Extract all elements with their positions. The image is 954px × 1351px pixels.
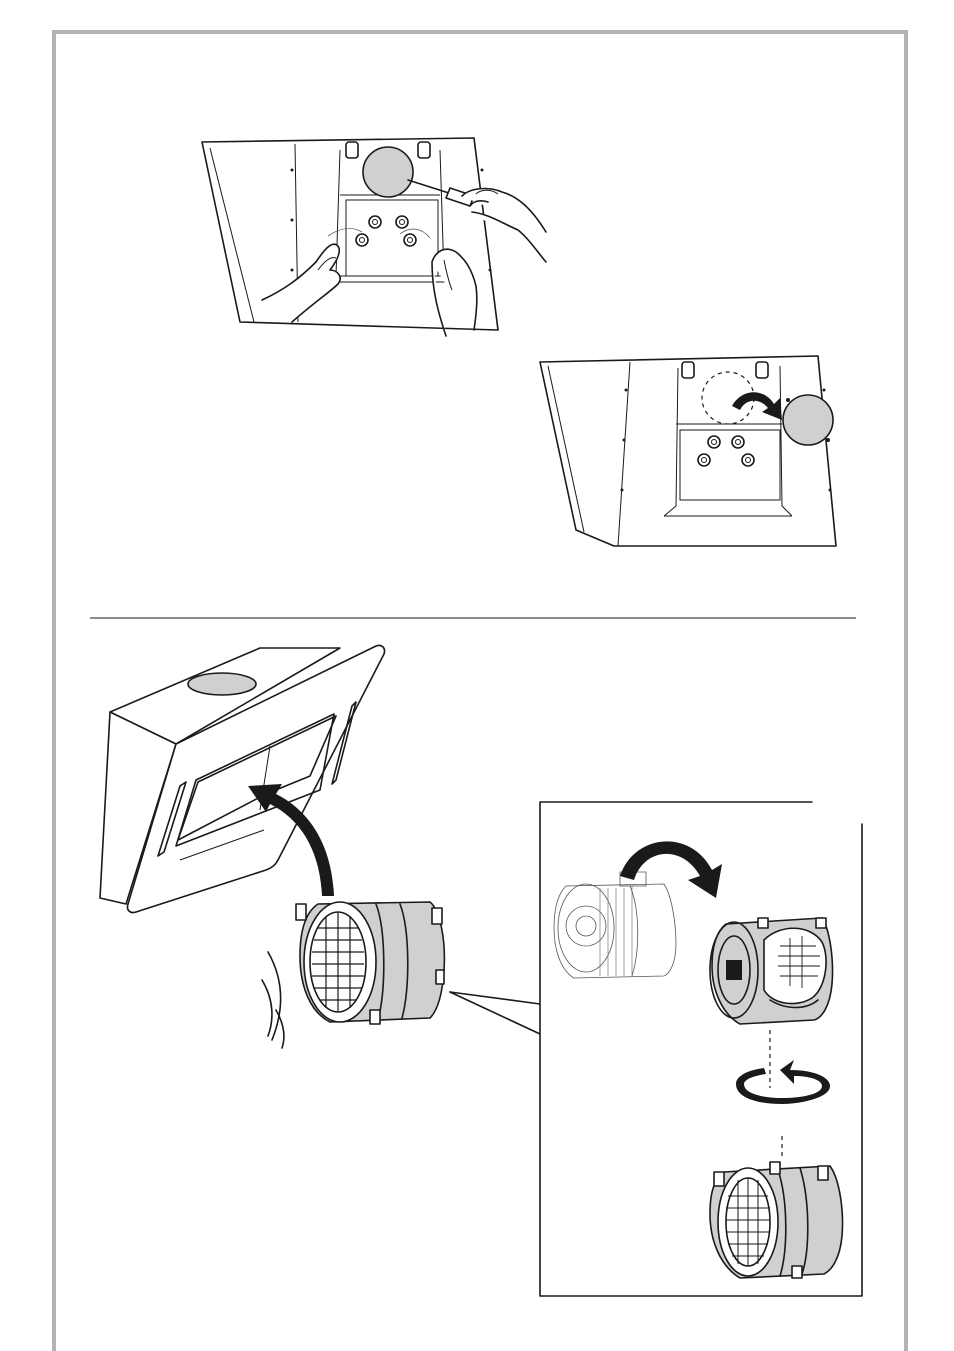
- figure-remove-filter: [540, 356, 836, 546]
- hood-icon: [540, 356, 836, 546]
- filter-disc-icon: [363, 147, 413, 197]
- blower-motor-icon: [710, 1162, 843, 1278]
- filter-disc-icon: [783, 395, 833, 445]
- blower-motor-icon: [554, 872, 676, 978]
- blower-motor-icon: [710, 918, 833, 1024]
- blower-motor-icon: [296, 902, 444, 1024]
- figure-insert-motor: [100, 645, 540, 1048]
- figure-remove-screws: [202, 138, 546, 336]
- vibration-lines-icon: [262, 952, 284, 1048]
- hood-icon: [202, 138, 498, 330]
- hood-icon: [100, 645, 385, 912]
- figure-motor-detail: [540, 802, 862, 1296]
- rotation-arrow-icon: [736, 1060, 830, 1104]
